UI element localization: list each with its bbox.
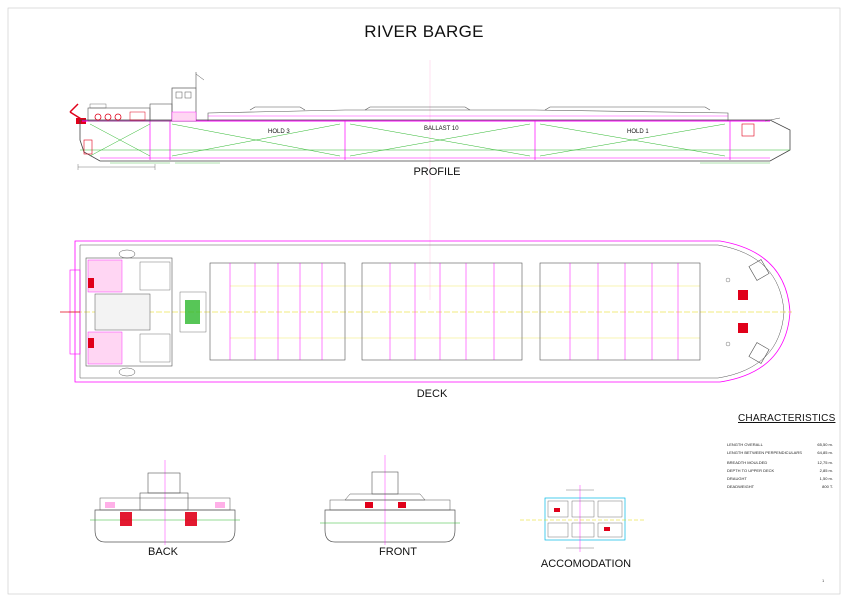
char-value: 65,50 m.	[817, 442, 833, 447]
char-row-length-perpendiculars: LENGTH BETWEEN PERPENDICULARS 64,85 m.	[727, 450, 833, 455]
hatch-covers	[207, 106, 729, 121]
sheet-border	[7, 7, 841, 595]
char-value: 64,85 m.	[817, 450, 833, 455]
char-label: LENGTH BETWEEN PERPENDICULARS	[727, 450, 802, 455]
char-row-depth: DEPTH TO UPPER DECK 2,85 m.	[727, 468, 833, 473]
label-ballast-10: BALLAST 10	[424, 126, 459, 132]
view-label-accomodation: ACCOMODATION	[540, 558, 632, 570]
view-label-front: FRONT	[379, 546, 417, 558]
char-label: DEADWEIGHT	[727, 484, 755, 489]
bow-equipment	[725, 259, 770, 364]
deck-hull-outline	[74, 240, 791, 383]
char-value: 12,75 m.	[817, 460, 833, 465]
char-label: BREADTH MOULDED	[727, 460, 768, 465]
hatch-beams	[229, 263, 679, 360]
char-row-draught: DRAUGHT 1,50 m.	[727, 476, 833, 481]
view-label-back: BACK	[148, 546, 178, 558]
char-label: DRAUGHT	[727, 476, 747, 481]
char-label: LENGTH OVERALL	[727, 442, 763, 447]
cargo-holds	[209, 262, 701, 361]
deckhouse	[87, 72, 205, 122]
label-hold-3: HOLD 3	[268, 129, 290, 135]
deck-view	[60, 240, 792, 383]
char-row-breadth: BREADTH MOULDED 12,75 m.	[727, 460, 833, 465]
stern-compartments	[85, 249, 207, 377]
char-label: DEPTH TO UPPER DECK	[727, 468, 775, 473]
front-view	[320, 455, 460, 545]
char-row-length-overall: LENGTH OVERALL 65,50 m.	[727, 442, 833, 447]
label-hold-1: HOLD 1	[627, 129, 649, 135]
char-value: 1,50 m.	[819, 476, 833, 481]
view-label-profile: PROFILE	[413, 166, 461, 178]
accomodation-view	[520, 485, 645, 552]
view-label-deck: DECK	[416, 388, 448, 400]
page-number: 1	[822, 578, 825, 583]
char-value: 2,85 m.	[819, 468, 833, 473]
back-view	[90, 460, 240, 545]
char-value: 800 T.	[822, 484, 833, 489]
drawing-title: RIVER BARGE	[364, 22, 484, 41]
profile-view	[69, 72, 791, 170]
char-row-deadweight: DEADWEIGHT 800 T.	[727, 484, 833, 489]
characteristics-title: CHARACTERISTICS	[738, 413, 836, 424]
profile-dimensions	[77, 162, 770, 170]
profile-hull	[79, 119, 791, 162]
